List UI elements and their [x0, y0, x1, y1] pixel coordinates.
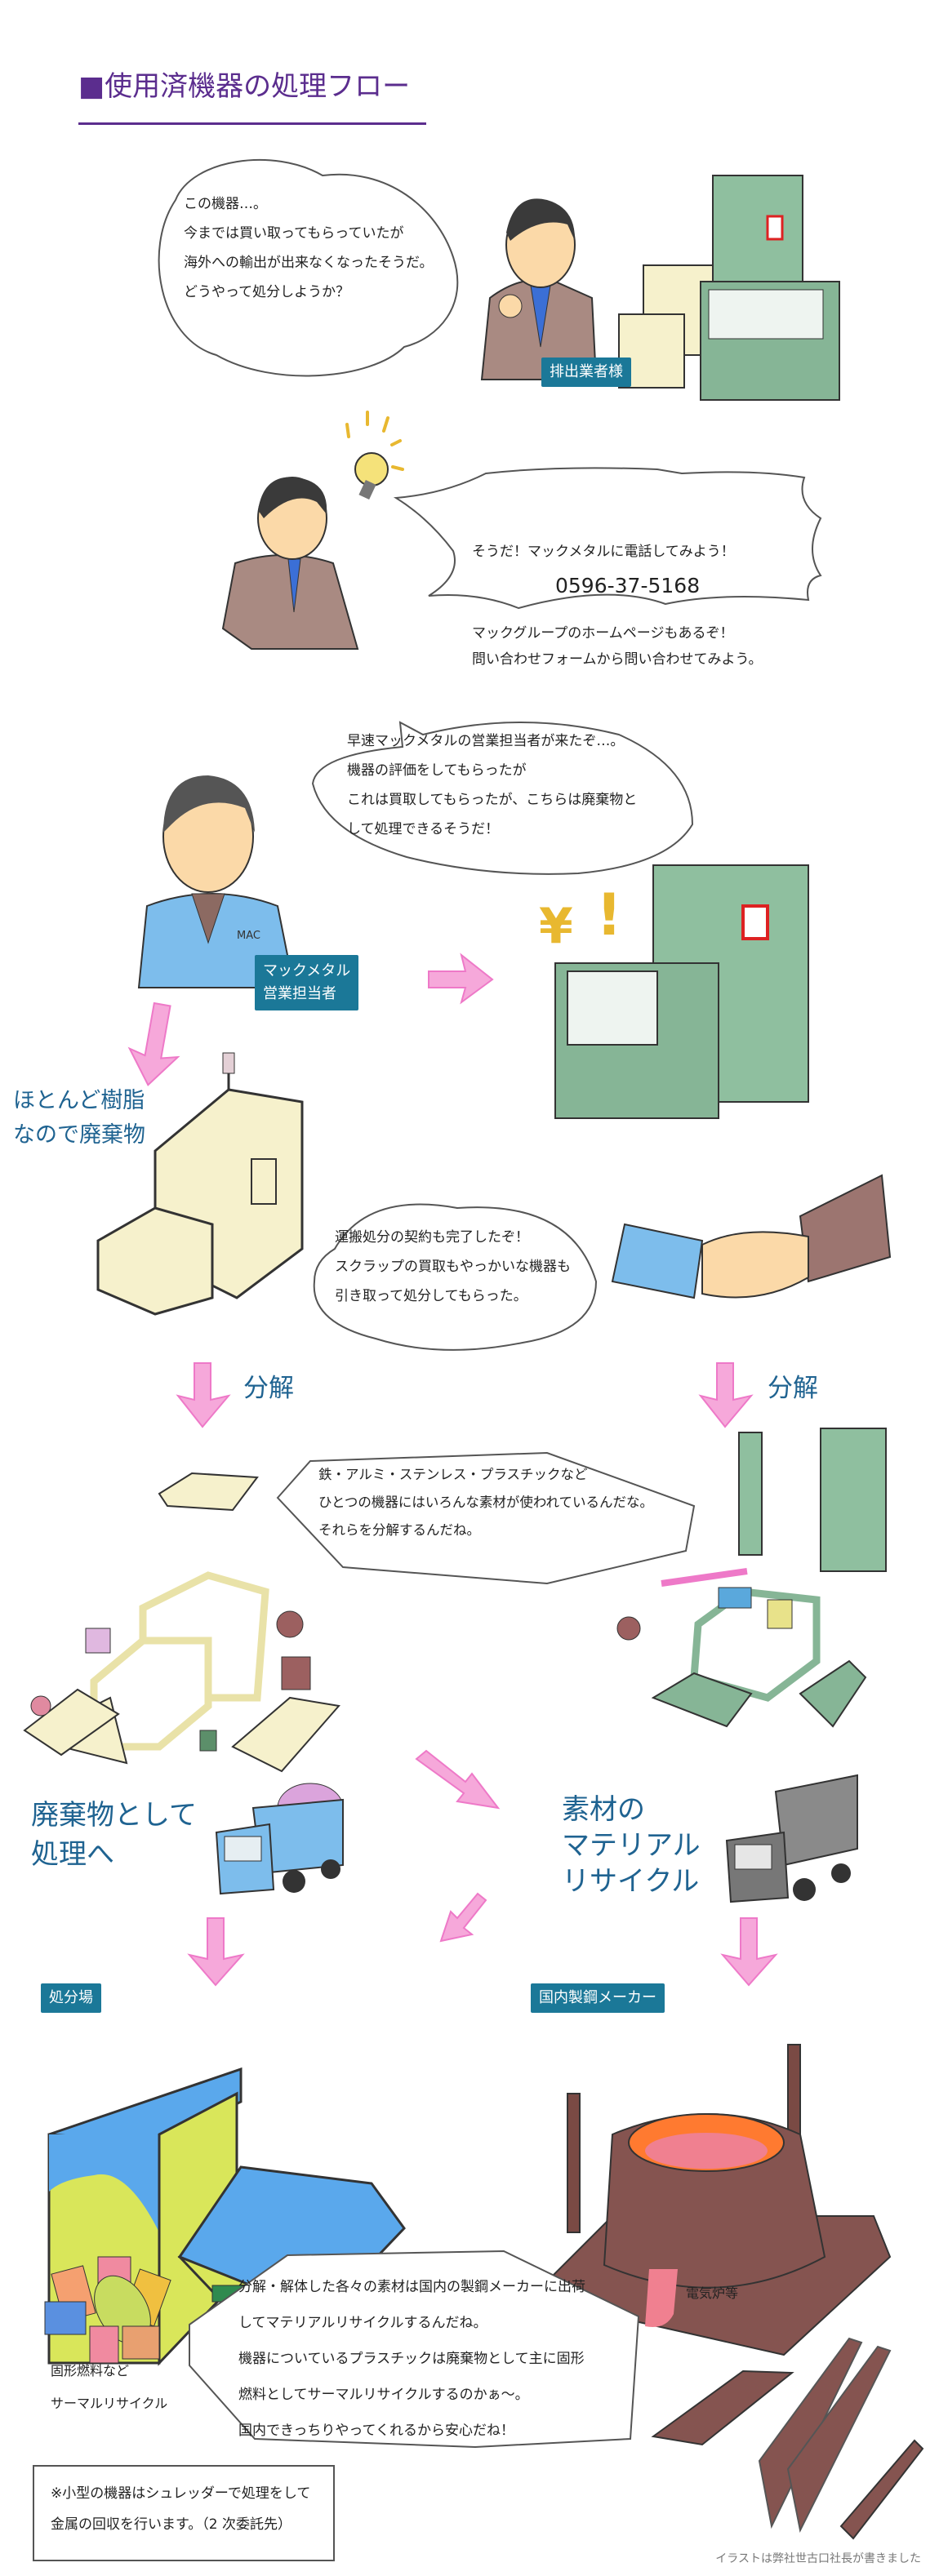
arrow-down-icon	[720, 1917, 778, 1987]
landfill-label: 処分場	[41, 1983, 101, 2013]
bubble-2-line-4: 問い合わせフォームから問い合わせてみよう。	[472, 651, 763, 668]
bubble-3-text: 早速マックメタルの営業担当者が来たぞ…。 機器の評価をしてもらったが これは買取…	[347, 726, 637, 844]
bubble-line: ひとつの機器にはいろんな素材が使われているんだな。	[318, 1495, 654, 1510]
svg-text:!: !	[596, 882, 622, 948]
heading-line: リサイクル	[562, 1865, 700, 1898]
electric-furnace-illustration	[529, 2044, 892, 2356]
bubble-line: どうやって処分しようか？	[184, 284, 350, 300]
bubble-line: して処理できるそうだ！	[347, 821, 500, 837]
octagon-speech-bubble-5	[276, 1451, 696, 1585]
discharger-label: 排出業者様	[541, 358, 631, 387]
bubble-6-text: 分解・解体した各々の素材は国内の製鋼メーカーに出荷 してマテリアルリサイクルする…	[238, 2269, 585, 2449]
arrow-down-icon	[187, 1917, 245, 1987]
disassembly-label-left: 分解	[243, 1374, 294, 1403]
heading-line: 素材の	[562, 1793, 645, 1826]
bubble-2-line-1: そうだ！マックメタルに電話してみよう！	[472, 544, 735, 560]
spiky-speech-bubble-2	[393, 467, 822, 610]
recycle-route-heading: 素材のマテリアルリサイクル	[562, 1792, 701, 1899]
thought-bubble-4	[313, 1203, 598, 1351]
note-line: ほとんど樹脂	[13, 1088, 145, 1113]
blue-truck-illustration	[215, 1783, 344, 1895]
yen-exclamation-icon: ¥!	[539, 882, 622, 955]
thought-bubble-1	[158, 159, 459, 377]
sales-rep-label: マックメタル営業担当者	[255, 955, 359, 1010]
note-line: なので廃棄物	[13, 1122, 145, 1148]
bubble-4-text: 運搬処分の契約も完了したぞ！ スクラップの買取もやっかいな機器も 引き取って処分…	[335, 1223, 571, 1311]
solid-fuel-caption: 固形燃料などサーマルリサイクル	[51, 2355, 167, 2420]
footnote-line: ※小型の機器はシュレッダーで処理をして	[51, 2485, 311, 2502]
heading-line: 廃棄物として	[31, 1799, 197, 1832]
arrow-down-icon	[127, 1002, 180, 1086]
green-machine-buyback-illustration	[554, 864, 809, 1119]
furnace-caption: 電気炉等	[686, 2285, 739, 2301]
phone-number: 0596-37-5168	[555, 574, 701, 597]
label-line: マックメタル	[263, 962, 351, 979]
cream-machine-illustration	[96, 1052, 304, 1316]
caption-line: 固形燃料など	[51, 2363, 130, 2378]
caption-line: サーマルリサイクル	[51, 2396, 168, 2411]
footnote-line: 金属の回収を行います。（2 次委託先）	[51, 2516, 292, 2533]
bubble-line: 鉄・アルミ・ステンレス・プラスチックなど	[318, 1467, 588, 1482]
gray-truck-illustration	[725, 1774, 858, 1903]
bubble-line: 分解・解体した各々の素材は国内の製鋼メーカーに出荷	[238, 2279, 585, 2295]
worried-businessman-illustration	[480, 198, 598, 380]
bubble-line: それらを分解するんだね。	[318, 1522, 480, 1538]
sales-rep-illustration: MAC	[137, 775, 296, 988]
bubble-line: これは買取してもらったが、こちらは廃棄物と	[347, 792, 638, 808]
solid-fuel-pile-illustration	[44, 2256, 171, 2364]
bubble-2-line-3: マックグループのホームページもあるぞ！	[472, 625, 734, 642]
bubble-line: 海外への輸出が出来なくなったそうだ。	[184, 255, 434, 271]
bubble-line: 運搬処分の契約も完了したぞ！	[335, 1229, 529, 1246]
lightbulb-icon	[345, 411, 404, 500]
bubble-line: 機器の評価をしてもらったが	[347, 762, 527, 779]
green-machine-illustration	[618, 175, 840, 401]
arrow-down-icon	[698, 1362, 754, 1428]
arrow-diagonal-down-left-icon	[439, 1892, 487, 1943]
heading-line: 処理へ	[31, 1838, 114, 1871]
steel-products-illustration	[651, 2337, 924, 2540]
svg-text:¥: ¥	[539, 898, 573, 955]
happy-businessman-illustration	[221, 477, 359, 650]
arrow-diagonal-down-right-icon	[415, 1749, 501, 1810]
bubble-line: 燃料としてサーマルリサイクルするのかぁ〜。	[238, 2387, 529, 2403]
arrow-right-icon	[428, 953, 494, 1005]
disassembly-label-right: 分解	[768, 1374, 818, 1403]
bubble-line: 早速マックメタルの営業担当者が来たぞ…。	[347, 733, 625, 749]
page-title: ■使用済機器の処理フロー	[78, 70, 411, 103]
illustration-credit: イラストは弊社世古口社長が書きました	[715, 2552, 921, 2565]
waste-route-heading: 廃棄物として処理へ	[31, 1796, 197, 1874]
bubble-line: 機器についているプラスチックは廃棄物として主に固形	[238, 2351, 585, 2367]
bubble-line: 国内できっちりやってくれるから安心だね！	[238, 2423, 514, 2439]
thought-bubble-3	[311, 721, 694, 875]
disassembled-green-parts-illustration	[616, 1428, 887, 1728]
mostly-resin-note: ほとんど樹脂なので廃棄物	[13, 1084, 145, 1153]
shirt-logo: MAC	[237, 930, 260, 942]
octagon-speech-bubble-6	[189, 2250, 640, 2449]
bubble-line: してマテリアルリサイクルするんだね。	[238, 2315, 487, 2331]
steel-maker-label: 国内製鋼メーカー	[531, 1983, 665, 2013]
bubble-line: この機器…。	[184, 196, 267, 212]
bubble-line: 引き取って処分してもらった。	[335, 1288, 527, 1304]
heading-line: マテリアル	[562, 1829, 701, 1862]
bubble-1-text: この機器…。 今までは買い取ってもらっていたが 海外への輸出が出来なくなったそう…	[184, 189, 434, 307]
bubble-5-text: 鉄・アルミ・ステンレス・プラスチックなど ひとつの機器にはいろんな素材が使われて…	[318, 1461, 653, 1544]
disassembled-cream-parts-illustration	[23, 1472, 340, 1773]
handshake-illustration	[611, 1174, 892, 1299]
label-line: 営業担当者	[263, 985, 336, 1002]
title-underline	[78, 122, 426, 125]
bubble-line: スクラップの買取もやっかいな機器も	[335, 1259, 571, 1275]
arrow-down-icon	[176, 1362, 231, 1428]
footnote-box: ※小型の機器はシュレッダーで処理をして金属の回収を行います。（2 次委託先）	[33, 2465, 335, 2561]
bubble-line: 今までは買い取ってもらっていたが	[184, 225, 404, 242]
